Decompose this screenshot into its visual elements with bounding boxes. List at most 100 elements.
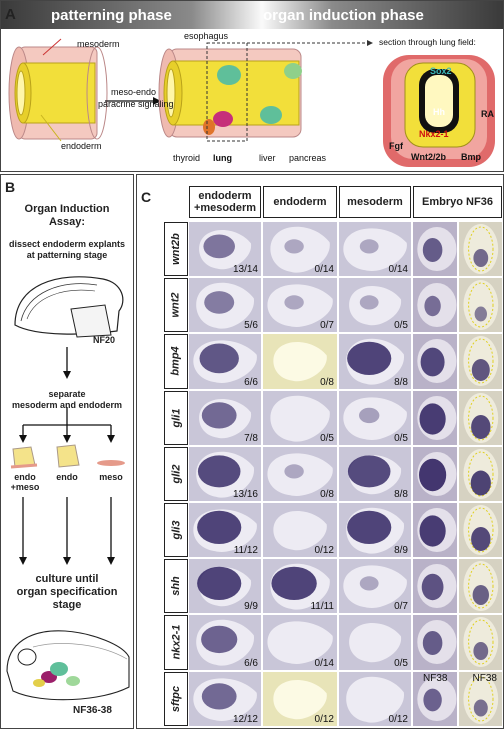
explant-image-gli1-0: 7/8 (189, 390, 261, 445)
ratio-label: 0/12 (314, 713, 334, 725)
ra-label: RA (481, 109, 494, 119)
column-header-3: Embryo NF36 (413, 186, 502, 218)
explant-shape (346, 339, 405, 386)
step-culture-line2: organ specification (16, 586, 118, 598)
embryo-ventral-gli1 (458, 390, 502, 445)
explant-image-gli3-0: 11/12 (189, 503, 261, 558)
step-dissect: dissect endoderm explants at patterning … (1, 239, 133, 261)
ratio-label: 8/9 (394, 545, 408, 557)
explant-shape (193, 340, 257, 384)
explant-shape (273, 342, 327, 382)
explant-shape (273, 679, 327, 719)
explant-image-wnt2-0: 5/6 (189, 278, 261, 333)
embryo-shape (462, 673, 498, 724)
embryo-lateral-gli2 (413, 446, 457, 501)
ratio-label: 12/12 (232, 713, 258, 725)
stage-nf20: NF20 (93, 335, 116, 345)
embryo-lateral-bmp4 (413, 334, 457, 389)
panel-a: A patterning phase organ induction phase (0, 0, 504, 172)
explant-shape (267, 284, 333, 328)
hh-label: Hh (433, 107, 445, 117)
column-header-line: mesoderm (347, 196, 403, 208)
section-label: section through lung field: (379, 37, 476, 47)
ratio-label: 0/14 (388, 264, 408, 276)
explant-image-wnt2-1: 0/7 (263, 278, 337, 333)
embryo-shape (417, 620, 457, 665)
assay-title-line2: Assay: (48, 216, 86, 228)
gene-label-text: gli2 (169, 464, 182, 484)
embryo-lateral-wnt2b (413, 222, 457, 277)
gene-label-text: nkx2-1 (170, 625, 183, 660)
ratio-label: 8/8 (394, 488, 408, 500)
patterning-phase-title: patterning phase (51, 7, 172, 24)
ratio-label: 0/8 (320, 376, 334, 388)
explant-shape (193, 677, 257, 721)
endoderm-label: endoderm (61, 141, 102, 151)
thyroid-label: thyroid (173, 153, 201, 163)
panel-a-letter: A (5, 6, 16, 23)
panel-b-letter: B (5, 179, 16, 195)
gene-label-bmp4: bmp4 (164, 334, 188, 389)
gene-label-gli2: gli2 (164, 446, 188, 501)
signaling-label-2: paracrine signaling (98, 99, 174, 109)
explant-image-bmp4-0: 6/6 (189, 334, 261, 389)
branch-endo-meso-line2: +meso (10, 482, 40, 492)
ratio-label: 0/14 (314, 264, 334, 276)
explant-image-shh-0: 9/9 (189, 559, 261, 614)
embryo-ventral-wnt2b (458, 222, 502, 277)
embryo-lateral-nkx2-1 (413, 615, 457, 670)
step-culture-line3: stage (52, 599, 82, 611)
column-header-line: Embryo NF36 (422, 196, 493, 208)
embryo-shape (417, 283, 457, 328)
panel-b: B Organ Induction Assay: dissect endoder… (0, 174, 134, 729)
lung-field-section (383, 55, 495, 167)
embryo-shape (462, 392, 498, 443)
organ-induction-phase-title: organ induction phase (263, 7, 424, 24)
explant-image-wnt2b-2: 0/14 (339, 222, 411, 277)
assay-flow-arrows (10, 347, 125, 469)
explant-image-sftpc-2: 0/12 (339, 671, 411, 726)
explant-shape (199, 398, 252, 438)
branch-endo-meso: endo +meso (7, 472, 43, 492)
embryo-shape (417, 676, 457, 721)
gene-label-nkx2-1: nkx2-1 (164, 615, 188, 670)
embryo-shape (462, 504, 498, 555)
gene-label-text: gli1 (169, 408, 182, 428)
phase-banner (1, 1, 503, 29)
explant-image-wnt2b-1: 0/14 (263, 222, 337, 277)
nf38-label: NF38 (472, 672, 497, 684)
explant-shape (196, 282, 255, 329)
explant-image-sftpc-1: 0/12 (263, 671, 337, 726)
explant-image-nkx2-1-0: 6/6 (189, 615, 261, 670)
lung-label: lung (213, 153, 232, 163)
wnt-label: Wnt2/2b (411, 152, 446, 162)
ratio-label: 5/6 (244, 320, 258, 332)
explant-shape (346, 676, 405, 723)
embryo-shape (417, 507, 457, 552)
explant-shape (347, 454, 402, 495)
embryo-shape (417, 564, 457, 609)
ratio-label: 0/14 (314, 657, 334, 669)
embryo-ventral-sftpc: NF38 (458, 671, 502, 726)
gene-label-text: bmp4 (170, 346, 182, 377)
gene-label-text: sftpc (170, 685, 182, 712)
ratio-label: 0/5 (394, 320, 408, 332)
ratio-label: 0/5 (394, 657, 408, 669)
embryo-lateral-shh (413, 559, 457, 614)
culture-arrows (19, 497, 115, 565)
explant-image-shh-2: 0/7 (339, 559, 411, 614)
embryo-lateral-gli3 (413, 503, 457, 558)
explant-image-gli2-0: 13/16 (189, 446, 261, 501)
explant-shape (193, 509, 257, 552)
embryo-ventral-gli3 (458, 503, 502, 558)
gene-label-text: wnt2b (170, 233, 182, 265)
embryo-ventral-nkx2-1 (458, 615, 502, 670)
nf38-label: NF38 (423, 672, 448, 684)
ratio-label: 11/12 (233, 545, 258, 557)
embryo-shape (462, 561, 498, 612)
step-culture-line1: culture until (35, 573, 99, 585)
pancreas-label: pancreas (289, 153, 327, 163)
explant-shape (197, 566, 252, 607)
embryo-shape (417, 226, 457, 271)
ratio-label: 8/8 (394, 376, 408, 388)
